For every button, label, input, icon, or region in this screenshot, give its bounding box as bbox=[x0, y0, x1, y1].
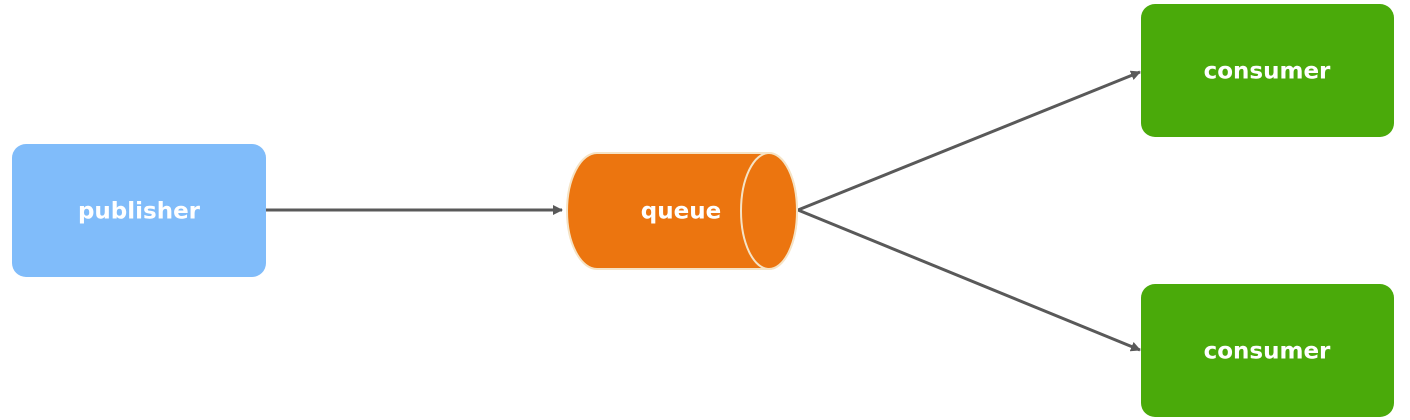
publisher-box bbox=[12, 144, 266, 277]
consumer-node: consumer bbox=[1141, 284, 1394, 417]
edges bbox=[266, 70, 1141, 352]
edge-queue-to-consumer-1 bbox=[797, 70, 1141, 212]
consumer-box bbox=[1141, 284, 1394, 417]
publisher-label: publisher bbox=[78, 199, 201, 225]
queue-node: queue bbox=[566, 152, 798, 270]
consumer-node: consumer bbox=[1141, 4, 1394, 137]
consumer-label: consumer bbox=[1204, 59, 1331, 85]
queue-cylinder-end bbox=[740, 152, 798, 270]
publisher-node: publisher bbox=[12, 144, 266, 277]
consumer-label: consumer bbox=[1204, 339, 1331, 365]
edge-queue-to-consumer-2 bbox=[797, 208, 1141, 352]
consumer-box bbox=[1141, 4, 1394, 137]
queue-label: queue bbox=[641, 199, 721, 225]
